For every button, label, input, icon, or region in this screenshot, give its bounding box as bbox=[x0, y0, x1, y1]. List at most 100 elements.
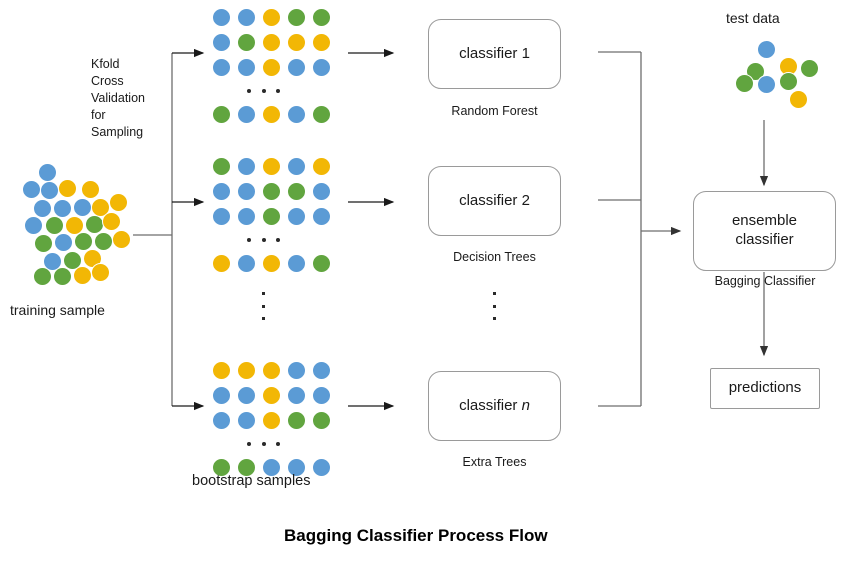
bootstrap-sample-dot bbox=[312, 157, 331, 176]
training-sample-dot bbox=[54, 233, 73, 252]
bootstrap-sample-dot bbox=[287, 386, 306, 405]
bootstrap-sample-dot bbox=[237, 33, 256, 52]
training-sample-dot bbox=[81, 180, 100, 199]
training-sample-dot bbox=[91, 263, 110, 282]
training-sample-dot bbox=[109, 193, 128, 212]
training-sample-dot bbox=[74, 232, 93, 251]
classifier-2-label: classifier 2 bbox=[459, 191, 530, 209]
bootstrap-sample-dot bbox=[262, 157, 281, 176]
bootstrap-sample-dot bbox=[237, 361, 256, 380]
bootstrap-sample-dot bbox=[262, 33, 281, 52]
classifier-n-suffix: n bbox=[521, 396, 530, 414]
bootstrap-sample-dot bbox=[262, 58, 281, 77]
bootstrap-sample-dot bbox=[287, 411, 306, 430]
test-data-cluster bbox=[0, 0, 850, 130]
bootstrap-sample-dot bbox=[212, 8, 231, 27]
bootstrap-sample-dot bbox=[262, 254, 281, 273]
bootstrap-sample-dot bbox=[287, 361, 306, 380]
bootstrap-sample-dot bbox=[237, 458, 256, 477]
classifier-1-box[interactable]: classifier 1 bbox=[428, 19, 561, 89]
kfold-line-4: for bbox=[91, 108, 106, 122]
bootstrap-sample-dot bbox=[212, 386, 231, 405]
bootstrap-sample-dot bbox=[262, 8, 281, 27]
training-sample-cluster bbox=[0, 0, 140, 300]
bootstrap-sample-dot bbox=[287, 58, 306, 77]
bootstrap-sample-dot bbox=[212, 458, 231, 477]
bootstrap-sample-dot bbox=[312, 458, 331, 477]
predictions-label: predictions bbox=[728, 379, 802, 397]
bootstrap-sample-2 bbox=[212, 157, 331, 273]
bootstrap-sample-dot bbox=[287, 458, 306, 477]
bootstrap-sample-dot bbox=[262, 386, 281, 405]
training-sample-dot bbox=[34, 234, 53, 253]
training-sample-dot bbox=[43, 252, 62, 271]
bootstrap-sample-dot bbox=[212, 105, 231, 124]
bootstrap-sample-dot bbox=[287, 182, 306, 201]
bootstrap-sample-dot bbox=[262, 182, 281, 201]
bootstrap-sample-dot bbox=[237, 58, 256, 77]
bootstrap-sample-dot bbox=[237, 411, 256, 430]
bootstrap-sample-dot bbox=[312, 182, 331, 201]
kfold-note: Kfold Cross Validation for Sampling bbox=[91, 56, 145, 141]
bootstrap-sample-dot bbox=[312, 361, 331, 380]
bootstrap-sample-1 bbox=[212, 8, 331, 124]
training-sample-dot bbox=[53, 199, 72, 218]
bootstrap-sample-dot bbox=[287, 8, 306, 27]
bootstrap-sample-2-ellipsis bbox=[247, 238, 280, 242]
test-data-dot bbox=[800, 59, 819, 78]
bootstrap-sample-dot bbox=[312, 411, 331, 430]
bootstrap-sample-dot bbox=[262, 207, 281, 226]
classifier-2-box[interactable]: classifier 2 bbox=[428, 166, 561, 236]
bootstrap-sample-3-ellipsis bbox=[247, 442, 280, 446]
bootstrap-sample-dot bbox=[237, 207, 256, 226]
bootstrap-sample-dot bbox=[212, 182, 231, 201]
bootstrap-sample-dot bbox=[312, 207, 331, 226]
bootstrap-sample-dot bbox=[212, 254, 231, 273]
test-data-dot bbox=[735, 74, 754, 93]
bootstrap-sample-dot bbox=[312, 386, 331, 405]
bootstrap-sample-dot bbox=[212, 361, 231, 380]
bootstrap-sample-dot bbox=[312, 254, 331, 273]
classifier-n-label: classifier n bbox=[459, 397, 530, 416]
bootstrap-sample-dot bbox=[312, 105, 331, 124]
kfold-line-3: Validation bbox=[91, 91, 145, 105]
training-sample-dot bbox=[45, 216, 64, 235]
bootstrap-sample-dot bbox=[212, 411, 231, 430]
bootstrap-sample-dot bbox=[287, 105, 306, 124]
bootstrap-sample-dot bbox=[212, 33, 231, 52]
bootstrap-sample-dot bbox=[262, 411, 281, 430]
classifier-n-sublabel: Extra Trees bbox=[462, 455, 527, 469]
training-sample-dot bbox=[102, 212, 121, 231]
predictions-box[interactable]: predictions bbox=[710, 368, 820, 409]
bootstrap-sample-dot bbox=[287, 33, 306, 52]
test-data-dot bbox=[789, 90, 808, 109]
bootstrap-sample-dot bbox=[212, 58, 231, 77]
training-sample-dot bbox=[33, 267, 52, 286]
bootstrap-sample-dot bbox=[287, 157, 306, 176]
bootstrap-samples-layer bbox=[212, 8, 331, 477]
bootstrap-sample-dot bbox=[237, 182, 256, 201]
bootstrap-sample-dot bbox=[287, 254, 306, 273]
test-data-label: test data bbox=[726, 10, 780, 26]
diagram-title: Bagging Classifier Process Flow bbox=[284, 526, 548, 545]
kfold-line-1: Kfold bbox=[91, 57, 120, 71]
classifier-n-prefix: classifier bbox=[459, 396, 522, 414]
training-sample-dot bbox=[58, 179, 77, 198]
bootstrap-sample-dot bbox=[312, 58, 331, 77]
ensemble-classifier-line-2: classifier bbox=[735, 231, 794, 248]
training-sample-dot bbox=[24, 216, 43, 235]
test-data-dot bbox=[779, 72, 798, 91]
bootstrap-sample-dot bbox=[312, 33, 331, 52]
bootstrap-sample-1-ellipsis bbox=[247, 89, 280, 93]
kfold-line-2: Cross bbox=[91, 74, 124, 88]
training-sample-dot bbox=[63, 251, 82, 270]
classifier-1-sublabel: Random Forest bbox=[451, 104, 538, 118]
training-sample-dot bbox=[33, 199, 52, 218]
bootstrap-sample-dot bbox=[237, 386, 256, 405]
ensemble-classifier-box[interactable]: ensemble classifier bbox=[693, 191, 836, 271]
classifier-n-box[interactable]: classifier n bbox=[428, 371, 561, 441]
bootstrap-sample-dot bbox=[237, 8, 256, 27]
classifier-2-sublabel: Decision Trees bbox=[453, 250, 536, 264]
bootstrap-sample-dot bbox=[212, 157, 231, 176]
